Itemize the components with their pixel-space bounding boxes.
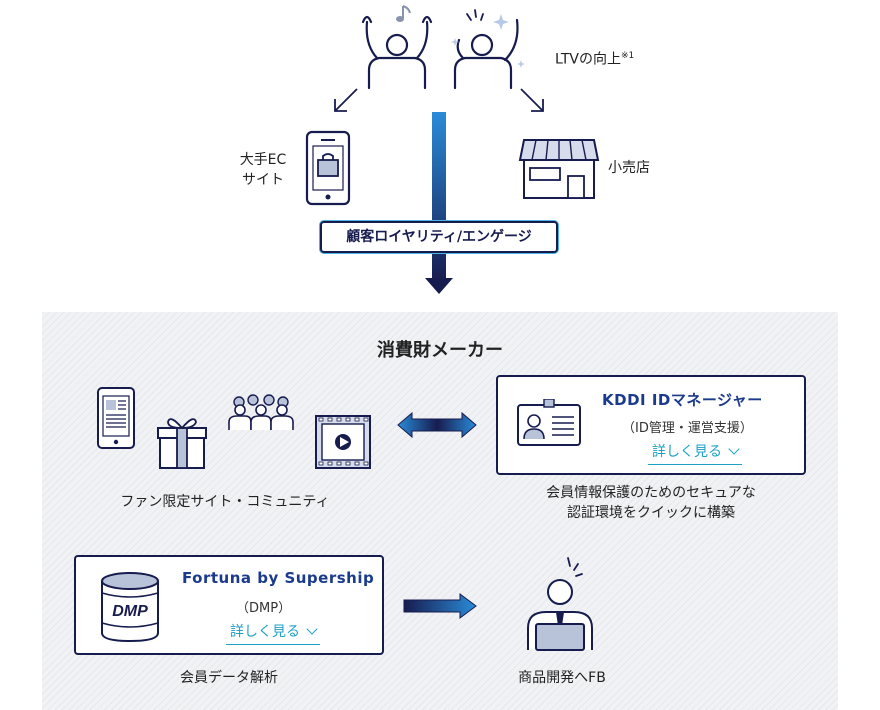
fortuna-dmp-card[interactable]: DMP Fortuna by Supership （DMP） 詳しく見る	[74, 555, 384, 655]
right-arrow-icon	[403, 593, 477, 619]
store-icon	[518, 139, 600, 199]
ec-site-label-line1: 大手EC	[239, 152, 287, 168]
database-dmp-icon: DMP	[101, 572, 159, 643]
ec-site-label-line2: サイト	[242, 172, 284, 188]
kddi-card-subtitle: （ID管理・運営支援）	[622, 421, 753, 436]
vertical-flow-arrow	[425, 112, 453, 294]
video-film-icon	[315, 415, 371, 469]
community-group-icon	[228, 394, 294, 430]
loyalty-engagement-box: 顧客ロイヤリティ/エンゲージ	[320, 221, 558, 253]
ltv-note: ※1	[621, 51, 635, 61]
gift-box-icon	[157, 418, 207, 469]
kddi-description-line2: 認証環境をクイックに構築	[567, 505, 735, 521]
smartphone-shop-icon	[305, 130, 351, 206]
chevron-down-icon	[728, 443, 740, 455]
product-feedback-label: 商品開発へFB	[518, 670, 606, 686]
cheering-fans-icon	[361, 5, 525, 90]
kddi-description-line1: 会員情報保護のためのセキュアな	[546, 485, 756, 501]
maker-title: 消費財メーカー	[377, 340, 503, 361]
fortuna-details-link-label: 詳しく見る	[230, 624, 300, 640]
kddi-details-link[interactable]: 詳しく見る	[648, 441, 742, 465]
fortuna-card-title: Fortuna by Supership	[182, 569, 375, 587]
dmp-icon-text: DMP	[112, 603, 148, 620]
arrow-to-store-icon	[520, 88, 544, 112]
fortuna-card-subtitle: （DMP）	[236, 601, 292, 616]
arrow-to-ec-icon	[334, 88, 358, 112]
ltv-label: LTVの向上※1	[555, 51, 635, 68]
member-analysis-label: 会員データ解析	[180, 670, 278, 686]
id-card-icon	[517, 399, 581, 446]
kddi-description: 会員情報保護のためのセキュアな 認証環境をクイックに構築	[496, 483, 806, 523]
chevron-down-icon	[306, 623, 318, 635]
ec-site-label: 大手EC サイト	[228, 150, 298, 190]
fortuna-details-link[interactable]: 詳しく見る	[226, 621, 320, 645]
fan-site-label: ファン限定サイト・コミュニティ	[120, 494, 330, 510]
kddi-details-link-label: 詳しく見る	[652, 444, 722, 460]
kddi-card-title: KDDI IDマネージャー	[602, 391, 763, 409]
store-label: 小売店	[608, 160, 650, 176]
kddi-id-manager-card[interactable]: KDDI IDマネージャー （ID管理・運営支援） 詳しく見る	[496, 375, 806, 475]
double-arrow-icon	[397, 411, 477, 439]
tablet-article-icon	[97, 387, 135, 449]
developer-person-icon	[527, 557, 593, 651]
